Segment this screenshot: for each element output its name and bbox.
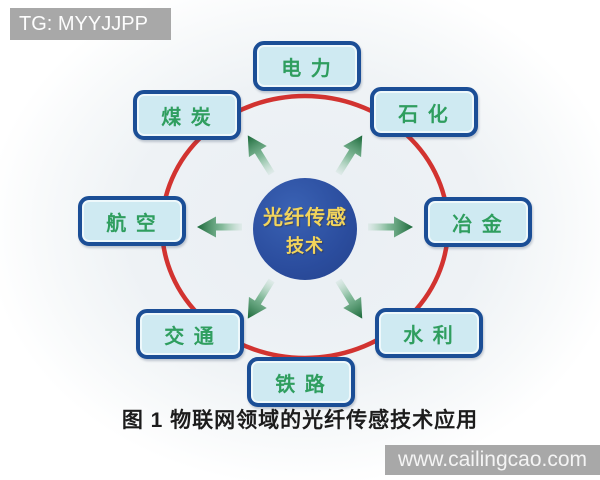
node-transportation: 交 通 xyxy=(136,309,244,359)
center-topic-circle: 光纤传感 技术 xyxy=(253,178,357,280)
arrow-east-icon xyxy=(368,216,413,238)
arrow-west-icon xyxy=(197,216,242,238)
figure-caption: 图 1 物联网领域的光纤传感技术应用 xyxy=(121,409,479,432)
node-aviation: 航 空 xyxy=(78,196,186,246)
center-topic-line2: 技术 xyxy=(286,235,324,256)
arrow-northeast-icon xyxy=(329,129,372,180)
watermark-bottom-right: www.cailingcao.com xyxy=(385,445,600,475)
node-power: 电 力 xyxy=(253,41,361,91)
node-coal: 煤 炭 xyxy=(133,90,241,140)
node-railway: 铁 路 xyxy=(247,357,355,407)
watermark-top-left: TG: MYYJJPP xyxy=(10,8,171,40)
center-topic-line1: 光纤传感 xyxy=(263,206,347,229)
arrow-southwest-icon xyxy=(238,274,281,325)
arrow-northwest-icon xyxy=(238,129,281,180)
node-water-conservancy: 水 利 xyxy=(375,308,483,358)
node-petrochemical: 石 化 xyxy=(370,87,478,137)
arrow-southeast-icon xyxy=(329,274,372,325)
node-metallurgy: 冶 金 xyxy=(424,197,532,247)
